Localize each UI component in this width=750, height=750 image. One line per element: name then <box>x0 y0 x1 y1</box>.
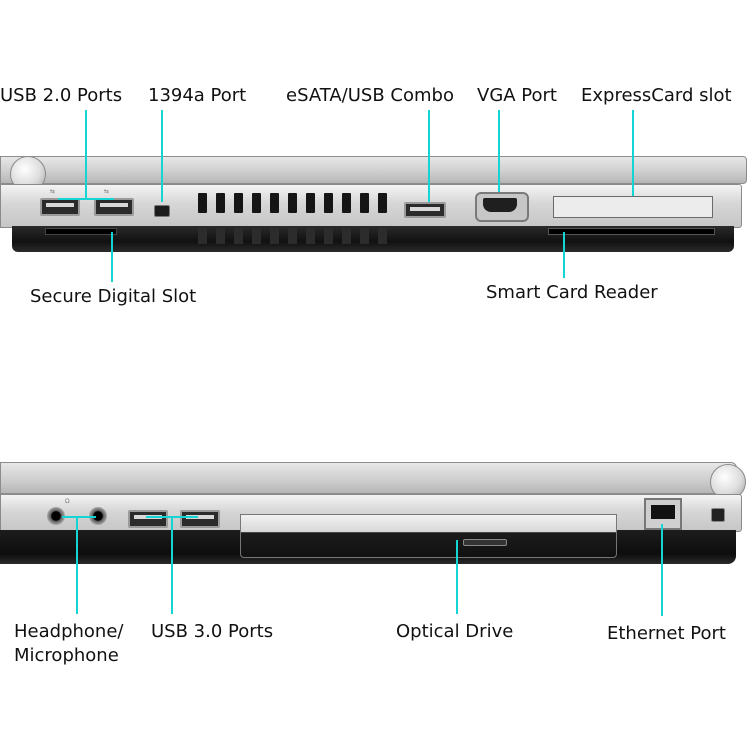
label-vga-port: VGA Port <box>477 85 557 106</box>
label-expresscard-slot: ExpressCard slot <box>581 85 732 106</box>
headphone-icon: Ω <box>65 498 70 505</box>
laptop-left-side-view: ⇆ ⇆ <box>0 150 750 260</box>
label-optical-drive: Optical Drive <box>396 621 514 642</box>
security-lock-slot <box>711 508 725 522</box>
optical-drive-tray <box>240 514 617 558</box>
laptop-lid <box>0 156 747 184</box>
vent-grille-lower <box>198 228 388 246</box>
label-usb2-ports: USB 2.0 Ports <box>0 85 123 106</box>
leader-audio <box>76 518 78 614</box>
usb2-port-2 <box>94 198 134 216</box>
leader-ethernet <box>661 524 663 616</box>
vent-grille-upper <box>198 193 388 215</box>
sd-card-slot <box>45 228 117 235</box>
label-microphone: Microphone <box>14 645 119 666</box>
leader-sd <box>111 232 113 282</box>
leader-esata <box>428 110 430 202</box>
usb-icon: ⇆ <box>50 188 56 195</box>
leader-usb3 <box>171 518 173 614</box>
leader-1394a <box>161 110 163 202</box>
laptop-lid <box>0 462 737 494</box>
label-smart-card-reader: Smart Card Reader <box>486 282 658 303</box>
microphone-jack <box>89 507 107 525</box>
usb3-port-2 <box>180 510 220 528</box>
smart-card-slot <box>548 228 715 235</box>
headphone-jack <box>47 507 65 525</box>
usb3-port-1 <box>128 510 168 528</box>
usb2-port-1 <box>40 198 80 216</box>
leader-optical <box>456 540 458 614</box>
leader-smartcard <box>563 232 565 278</box>
ethernet-port <box>644 498 682 530</box>
label-esata-usb-combo: eSATA/USB Combo <box>286 85 454 106</box>
usb-icon: ⇆ <box>104 188 110 195</box>
expresscard-slot <box>553 196 713 218</box>
label-secure-digital-slot: Secure Digital Slot <box>30 286 197 307</box>
label-ethernet-port: Ethernet Port <box>607 623 726 644</box>
esata-usb-port <box>404 202 446 218</box>
leader-usb2-horizontal <box>58 198 114 200</box>
leader-vga <box>498 110 500 192</box>
vga-port <box>475 192 529 222</box>
leader-usb3-horizontal <box>146 516 198 518</box>
firewire-port <box>154 205 170 217</box>
label-headphone: Headphone/ <box>14 621 124 642</box>
label-usb3-ports: USB 3.0 Ports <box>151 621 274 642</box>
leader-audio-horizontal <box>62 516 96 518</box>
leader-expresscard <box>632 110 634 196</box>
optical-eject-button <box>463 539 507 546</box>
laptop-right-side-view: Ω <box>0 460 750 570</box>
label-1394a-port: 1394a Port <box>148 85 247 106</box>
leader-usb2 <box>85 110 87 200</box>
